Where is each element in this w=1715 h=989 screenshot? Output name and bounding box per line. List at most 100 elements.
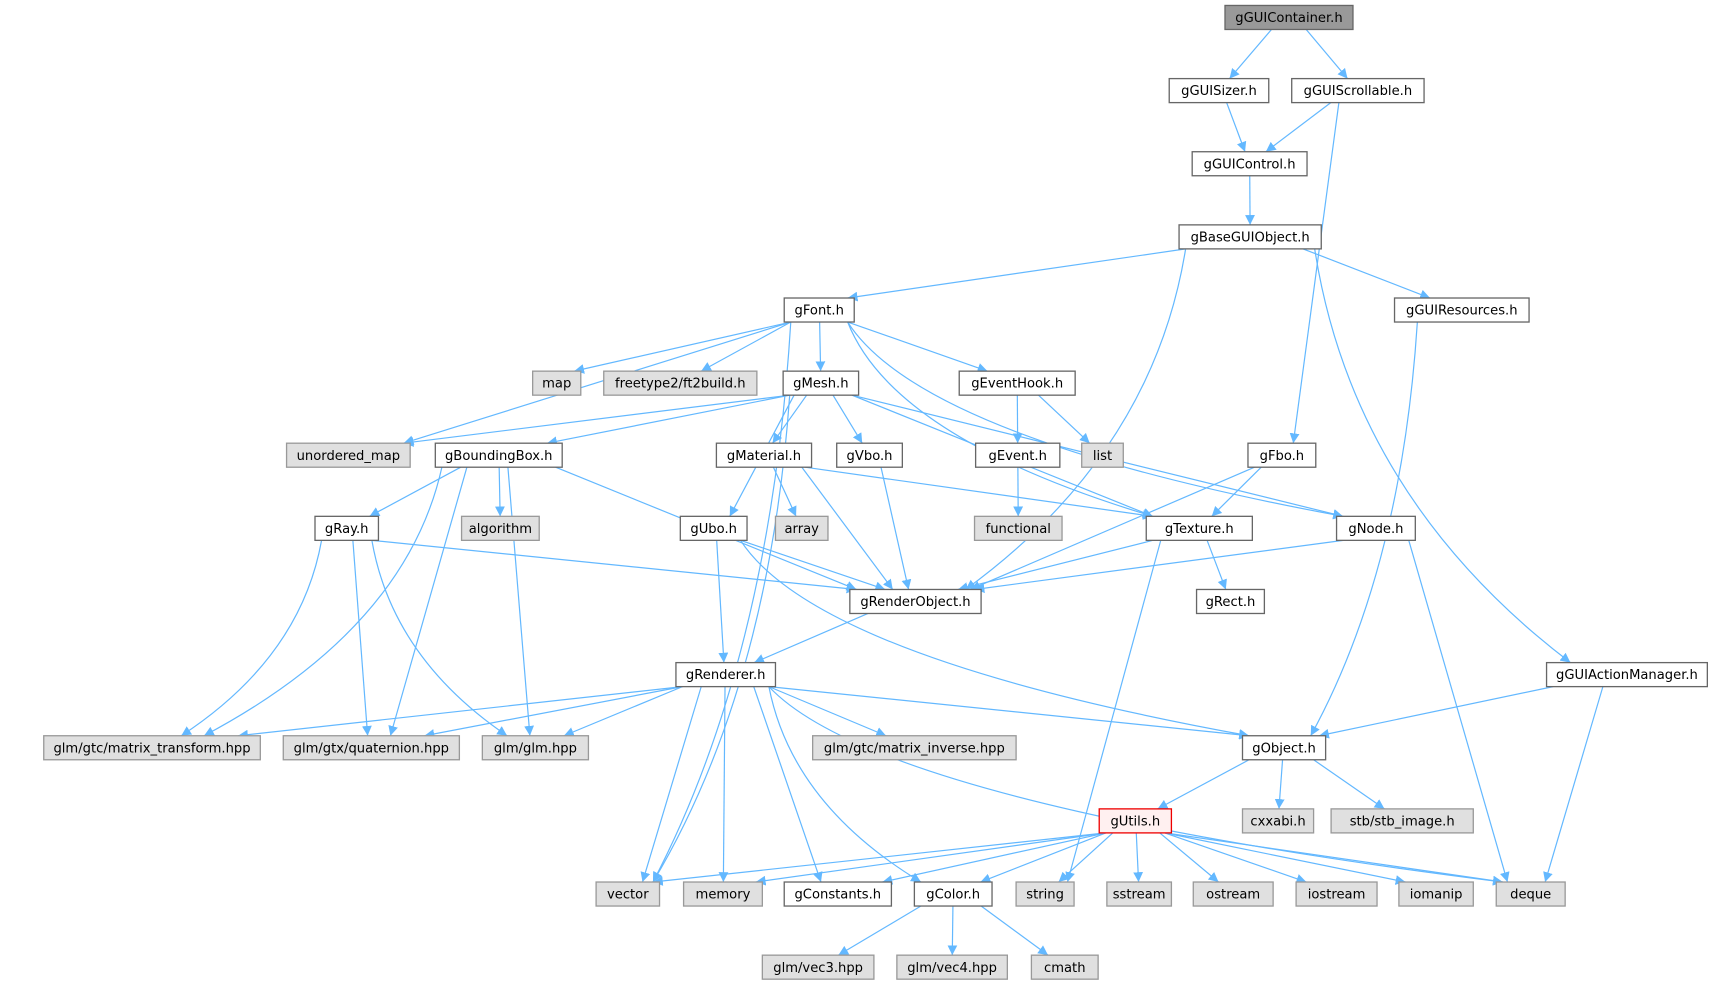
edge-gobject-to-stb-image (1313, 759, 1385, 810)
node-box (1545, 661, 1708, 688)
node-box (285, 442, 411, 468)
node-label: glm/gtc/matrix_transform.hpp (53, 741, 250, 756)
edge-grenderer-to-deque (768, 686, 1503, 886)
node-gbaseguiobject-h[interactable]: gBaseGUIObject.h (1178, 224, 1322, 250)
node-box (532, 370, 582, 396)
node-box (1030, 954, 1099, 980)
node-gguiresources-h[interactable]: gGUIResources.h (1393, 297, 1530, 323)
edge-gmaterial-to-gtexture (804, 466, 1153, 520)
node-box (974, 442, 1061, 468)
node-glm-gtc-matrix-transform-hpp: glm/gtc/matrix_transform.hpp (43, 735, 261, 761)
node-label: gEventHook.h (971, 377, 1063, 392)
node-vector: vector (595, 881, 661, 907)
node-geventhook-h[interactable]: gEventHook.h (958, 370, 1076, 396)
edge-gboundingbox-to-quaternion (388, 467, 468, 736)
node-box (1241, 808, 1315, 834)
edge-gobject-to-gutils (1157, 759, 1250, 810)
node-gguisizer-h[interactable]: gGUISizer.h (1168, 77, 1270, 104)
edge-gutils-to-deque (1164, 832, 1503, 886)
edge-gutils-to-ostream (1159, 832, 1219, 883)
node-label: cxxabi.h (1250, 814, 1305, 829)
node-gray-h[interactable]: gRay.h (314, 515, 380, 542)
node-box (783, 297, 855, 323)
node-gubo-h[interactable]: gUbo.h (679, 515, 748, 542)
node-label: deque (1510, 888, 1551, 903)
node-label: gConstants.h (794, 888, 881, 903)
node-gguiscrollable-h[interactable]: gGUIScrollable.h (1291, 77, 1425, 104)
node-label: freetype2/ft2build.h (615, 377, 746, 392)
edge-grenderer-to-matrix-transform (238, 686, 683, 740)
node-box (682, 881, 763, 907)
edge-gcolor-to-cmath (980, 905, 1049, 956)
node-grect-h[interactable]: gRect.h (1195, 588, 1266, 615)
node-gevent-h[interactable]: gEvent.h (974, 442, 1061, 468)
edge-gvbo-to-grenderobject (880, 467, 912, 590)
node-label: gFont.h (795, 304, 844, 319)
node-box (1081, 442, 1124, 468)
node-gnode-h[interactable]: gNode.h (1335, 515, 1416, 542)
node-gmaterial-h[interactable]: gMaterial.h (715, 442, 813, 468)
edge-gguiactionmanager-to-deque (1543, 686, 1604, 883)
node-label: gGUIContainer.h (1235, 11, 1342, 26)
node-box (1241, 735, 1327, 761)
node-gconstants-h[interactable]: gConstants.h (783, 881, 893, 907)
node-grenderobject-h[interactable]: gRenderObject.h (849, 588, 982, 615)
node-gcolor-h[interactable]: gColor.h (913, 881, 993, 907)
edge-gray-to-matrix-transform (180, 540, 323, 737)
edge-gguiresources-to-gobject (1310, 321, 1418, 737)
node-label: algorithm (469, 522, 532, 537)
edge-gboundingbox-to-gray (369, 466, 462, 517)
node-box (1495, 881, 1566, 907)
node-box (43, 735, 261, 761)
node-box (679, 515, 748, 542)
node-gguicontainer-h[interactable]: gGUIContainer.h (1224, 4, 1354, 31)
node-label: gRenderer.h (686, 668, 766, 683)
edge-grenderobject-to-grenderer (753, 612, 869, 664)
edge-gmesh-to-gvbo (832, 394, 863, 444)
edge-gtexture-to-grenderobject (957, 539, 1153, 592)
node-gboundingbox-h[interactable]: gBoundingBox.h (434, 442, 563, 468)
node-gobject-h[interactable]: gObject.h (1241, 735, 1327, 761)
node-gfbo-h[interactable]: gFbo.h (1247, 442, 1317, 468)
node-box (603, 370, 758, 396)
node-box (1168, 77, 1270, 104)
edge-gfont-to-unordered-map (403, 321, 791, 445)
edge-gfont-to-gmesh (815, 322, 826, 372)
node-label: gUbo.h (690, 522, 737, 537)
node-gutils-h[interactable]: gUtils.h (1098, 808, 1173, 834)
node-gfont-h[interactable]: gFont.h (783, 297, 855, 323)
node-cxxabi-h: cxxabi.h (1241, 808, 1315, 834)
node-box (1224, 4, 1354, 31)
edge-gfont-to-vector (652, 321, 792, 883)
node-gtexture-h[interactable]: gTexture.h (1145, 515, 1253, 542)
edge-gmesh-to-unordered-map (403, 394, 790, 447)
node-grenderer-h[interactable]: gRenderer.h (675, 661, 777, 688)
edge-grenderer-to-matrix-inverse (768, 686, 887, 737)
node-array: array (774, 515, 829, 542)
edge-grenderer-to-gobject (768, 686, 1250, 740)
node-gguiactionmanager-h[interactable]: gGUIActionManager.h (1545, 661, 1708, 688)
edge-gmesh-to-gboundingbox (546, 394, 790, 447)
edge-grenderer-to-glm (563, 686, 683, 737)
node-box (1247, 442, 1317, 468)
node-label: gMaterial.h (727, 449, 801, 464)
node-glm-gtx-quaternion-hpp: glm/gtx/quaternion.hpp (282, 735, 461, 761)
node-label: gObject.h (1252, 741, 1316, 756)
edge-gubo-to-grenderobject (740, 539, 886, 591)
node-gguicontrol-h[interactable]: gGUIControl.h (1191, 151, 1308, 177)
node-box (595, 881, 661, 907)
edge-gguiscrollable-to-gfbo (1289, 102, 1340, 444)
node-label: glm/glm.hpp (494, 741, 577, 756)
edge-gray-to-grenderobject (371, 539, 857, 594)
node-label: gTexture.h (1165, 522, 1234, 537)
node-glm-vec3-hpp: glm/vec3.hpp (761, 954, 875, 980)
edge-gcolor-to-vec4 (947, 906, 958, 956)
node-iomanip: iomanip (1398, 881, 1474, 907)
node-gmesh-h[interactable]: gMesh.h (782, 370, 860, 396)
edge-gray-to-quaternion (352, 540, 372, 736)
node-gvbo-h[interactable]: gVbo.h (836, 442, 903, 468)
node-ostream: ostream (1192, 881, 1274, 907)
node-box (1106, 881, 1173, 907)
node-label: stb/stb_image.h (1350, 814, 1455, 829)
node-glm-glm-hpp: glm/glm.hpp (481, 735, 590, 761)
